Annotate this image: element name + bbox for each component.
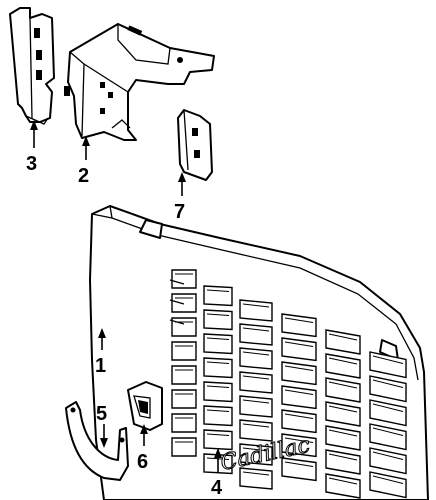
grille-louver-cell bbox=[239, 467, 273, 490]
grille-louver-shade bbox=[242, 327, 270, 332]
grille-louver-shade bbox=[372, 475, 404, 484]
grille-louver-cell bbox=[171, 293, 197, 313]
grille-louver-cell bbox=[369, 471, 407, 499]
grille-louver-shade bbox=[242, 375, 270, 380]
grille-louver-cell bbox=[369, 375, 407, 403]
grille-louver-shade bbox=[328, 405, 358, 413]
part-6-clip bbox=[127, 381, 163, 431]
part-3-bracket bbox=[9, 7, 55, 125]
grille-louver-cell bbox=[325, 449, 361, 475]
grille-louver-cell bbox=[281, 337, 317, 362]
grille-louver-cell bbox=[369, 423, 407, 451]
grille-louver-shade bbox=[206, 313, 230, 316]
grille-louver-cell bbox=[203, 357, 233, 379]
grille-louver-cell bbox=[171, 365, 197, 385]
grille-louver-cell bbox=[203, 429, 233, 451]
grille-louver-cell bbox=[171, 269, 197, 289]
grille-louver-cell bbox=[281, 385, 317, 410]
grille-louver-cell bbox=[239, 419, 273, 442]
grille-louver-shade bbox=[242, 351, 270, 356]
grille-louver-cell bbox=[239, 443, 273, 466]
grille-louver-shade bbox=[328, 357, 358, 365]
grille-louver-cell bbox=[369, 447, 407, 475]
callout-6: 6 bbox=[137, 451, 148, 473]
grille-louver-shade bbox=[328, 381, 358, 389]
grille-louver-shade bbox=[206, 289, 230, 292]
grille-louver-cell bbox=[171, 413, 197, 433]
grille-louver-cell bbox=[203, 285, 233, 307]
part-5-bracket bbox=[65, 401, 129, 481]
grille-louver-shade bbox=[372, 355, 404, 364]
grille-louver-shade bbox=[284, 317, 314, 323]
grille-louver-cell bbox=[281, 457, 317, 482]
grille-louver-cell bbox=[239, 299, 273, 322]
grille-louver-cell bbox=[239, 395, 273, 418]
grille-louver-shade bbox=[242, 471, 270, 476]
grille-louver-shade bbox=[328, 333, 358, 341]
grille-louver-shade bbox=[242, 447, 270, 452]
leader-lines bbox=[30, 120, 222, 472]
grille-louver-shade bbox=[372, 451, 404, 460]
grille-louver-shade bbox=[242, 303, 270, 308]
grille-louver-shade bbox=[206, 409, 230, 412]
grille-louver-shade bbox=[284, 437, 314, 443]
grille-louvers bbox=[171, 269, 407, 499]
grille-louver-shade bbox=[328, 453, 358, 461]
callout-4: 4 bbox=[211, 477, 223, 499]
callout-3: 3 bbox=[26, 153, 37, 175]
grille-louver-cell bbox=[203, 381, 233, 403]
grille-louver-cell bbox=[203, 309, 233, 331]
grille-louver-shade bbox=[328, 429, 358, 437]
grille-louver-shade bbox=[284, 413, 314, 419]
grille-louver-shade bbox=[206, 337, 230, 340]
grille-louver-shade bbox=[284, 389, 314, 395]
grille-louver-cell bbox=[239, 323, 273, 346]
callout-7: 7 bbox=[174, 201, 185, 223]
grille-louver-cell bbox=[325, 425, 361, 451]
grille-louver-cell bbox=[171, 437, 197, 457]
grille-louver-shade bbox=[242, 423, 270, 428]
grille-louver-cell bbox=[239, 371, 273, 394]
grille-louver-shade bbox=[242, 399, 270, 404]
grille-louver-shade bbox=[206, 361, 230, 364]
grille-louver-cell bbox=[325, 401, 361, 427]
grille-louver-cell bbox=[325, 329, 361, 355]
grille-louver-cell bbox=[325, 473, 361, 499]
grille-louver-shade bbox=[206, 385, 230, 388]
callout-5: 5 bbox=[96, 403, 107, 425]
grille-louver-cell bbox=[281, 409, 317, 434]
grille-louver-shade bbox=[206, 433, 230, 436]
grille-louver-cell bbox=[239, 347, 273, 370]
grille-louver-cell bbox=[171, 317, 197, 337]
grille-louver-cell bbox=[171, 389, 197, 409]
part-2-bracket bbox=[64, 22, 215, 141]
grille-louver-cell bbox=[325, 353, 361, 379]
grille-louver-cell bbox=[203, 405, 233, 427]
callout-1: 1 bbox=[95, 355, 106, 377]
grille-louver-cell bbox=[203, 333, 233, 355]
callout-2: 2 bbox=[78, 165, 89, 187]
grille-louver-cell bbox=[369, 351, 407, 379]
grille-louver-cell bbox=[281, 433, 317, 458]
grille-louver-cell bbox=[325, 377, 361, 403]
part-1-grille bbox=[89, 205, 429, 500]
grille-louver-cell bbox=[171, 341, 197, 361]
grille-louver-cell bbox=[281, 313, 317, 338]
grille-louver-shade bbox=[372, 379, 404, 388]
grille-louver-cell bbox=[281, 361, 317, 386]
grille-louver-shade bbox=[372, 427, 404, 436]
grille-louver-shade bbox=[284, 341, 314, 347]
grille-louver-cell bbox=[369, 399, 407, 427]
grille-louver-shade bbox=[328, 477, 358, 485]
grille-louver-shade bbox=[284, 365, 314, 371]
grille-louver-shade bbox=[372, 403, 404, 412]
part-7-bracket bbox=[177, 109, 213, 181]
grille-louver-shade bbox=[284, 461, 314, 467]
